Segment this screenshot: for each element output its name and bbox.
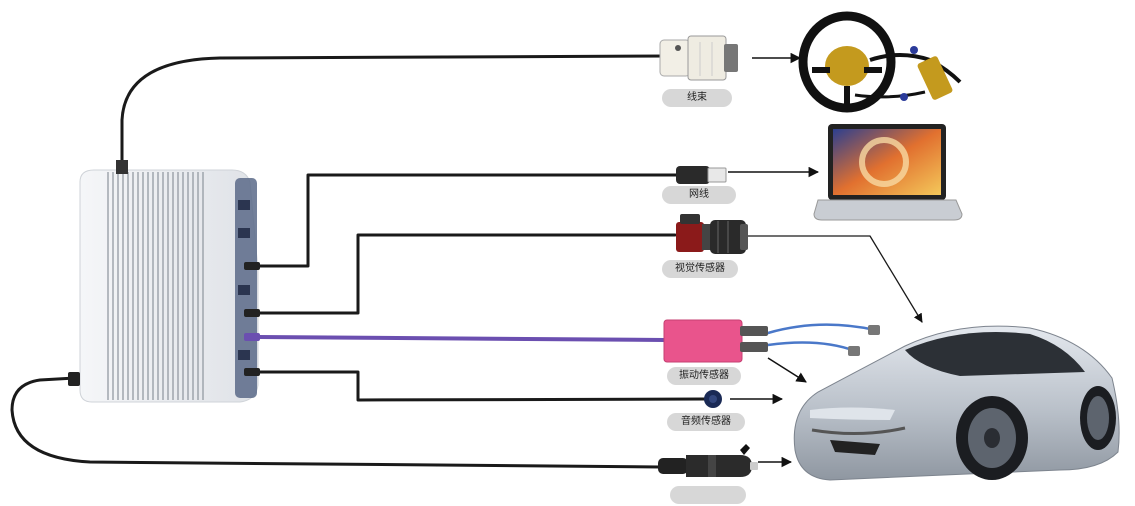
laptop-icon xyxy=(813,124,963,221)
vibration-cable xyxy=(256,335,667,342)
rj45-connector-icon xyxy=(676,166,727,184)
camera-cable xyxy=(253,233,677,315)
steering-setup xyxy=(798,11,962,113)
car-icon xyxy=(793,325,1120,481)
car-charger-plug-icon xyxy=(658,444,758,477)
vibration-sensor-label: 振动传感器 xyxy=(667,367,741,385)
sound-cable xyxy=(253,370,707,402)
harness-label: 线束 xyxy=(662,89,732,107)
camera-to-car-line xyxy=(747,235,923,323)
vibration-sensor-box xyxy=(663,319,880,363)
steering-wheel-icon xyxy=(798,11,962,113)
camera-icon xyxy=(676,214,748,254)
sound-sensor xyxy=(704,390,722,408)
sound-sensor-label: 音频传感器 xyxy=(667,413,745,431)
arrows xyxy=(728,52,820,468)
harness-connector xyxy=(659,35,738,81)
signal-amplifier-icon xyxy=(663,319,880,363)
laptop xyxy=(813,124,963,221)
power-adapter-label xyxy=(670,486,746,504)
vibration-lead-2 xyxy=(766,341,857,353)
harness-cable xyxy=(120,54,672,172)
industrial-pc-icon xyxy=(68,160,260,403)
vibration-lead-1 xyxy=(766,323,877,335)
vibration-arrow xyxy=(767,357,807,383)
microphone-icon xyxy=(704,390,722,408)
db-connector-icon xyxy=(659,35,738,81)
car xyxy=(793,325,1120,481)
vision-sensor-label: 视觉传感器 xyxy=(662,260,738,278)
network-cable xyxy=(253,173,682,268)
main-unit xyxy=(68,160,260,403)
network-connector xyxy=(676,166,727,184)
network-cable-label: 网线 xyxy=(662,186,736,204)
vision-sensor xyxy=(676,214,748,254)
cables xyxy=(10,54,923,469)
power-adapter xyxy=(658,444,758,477)
power-cable xyxy=(10,376,662,469)
